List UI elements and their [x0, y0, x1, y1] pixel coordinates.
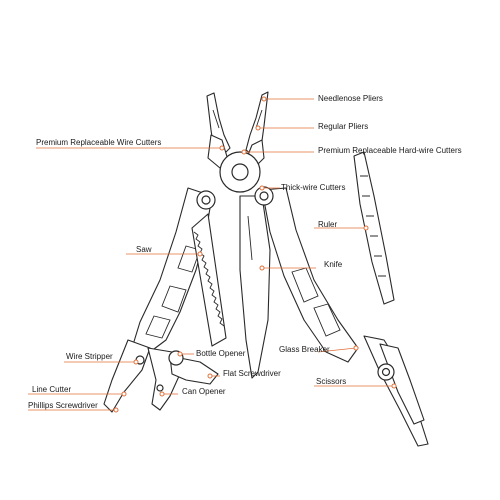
label-line-cutter: Line Cutter — [32, 385, 71, 394]
multitool-illustration — [103, 91, 429, 447]
label-premium-wire-cutters: Premium Replaceable Wire Cutters — [36, 138, 161, 147]
plier-jaws — [206, 91, 269, 169]
label-needlenose-pliers: Needlenose Pliers — [318, 94, 383, 103]
ruler-arm — [353, 151, 395, 305]
label-scissors: Scissors — [316, 377, 346, 386]
label-wire-stripper: Wire Stripper — [66, 352, 113, 361]
saw-blade — [191, 213, 227, 347]
part-labels: Needlenose Pliers Regular Pliers Premium… — [28, 94, 462, 410]
label-knife: Knife — [324, 260, 343, 269]
label-saw: Saw — [136, 245, 152, 254]
label-flat-screwdriver: Flat Screwdriver — [223, 369, 281, 378]
label-regular-pliers: Regular Pliers — [318, 122, 368, 131]
main-pivot — [219, 151, 261, 193]
label-premium-hardwire-cutters: Premium Replaceable Hard-wire Cutters — [318, 146, 462, 155]
knife-blade — [239, 195, 271, 379]
label-phillips-screwdriver: Phillips Screwdriver — [28, 401, 98, 410]
right-handle — [254, 186, 359, 363]
scissors — [363, 335, 429, 447]
leader-lines — [28, 96, 397, 413]
label-bottle-opener: Bottle Opener — [196, 349, 246, 358]
label-glass-breaker: Glass Breaker — [279, 345, 330, 354]
label-thick-wire-cutters: Thick-wire Cutters — [281, 183, 345, 192]
label-can-opener: Can Opener — [182, 387, 226, 396]
label-ruler: Ruler — [318, 220, 337, 229]
